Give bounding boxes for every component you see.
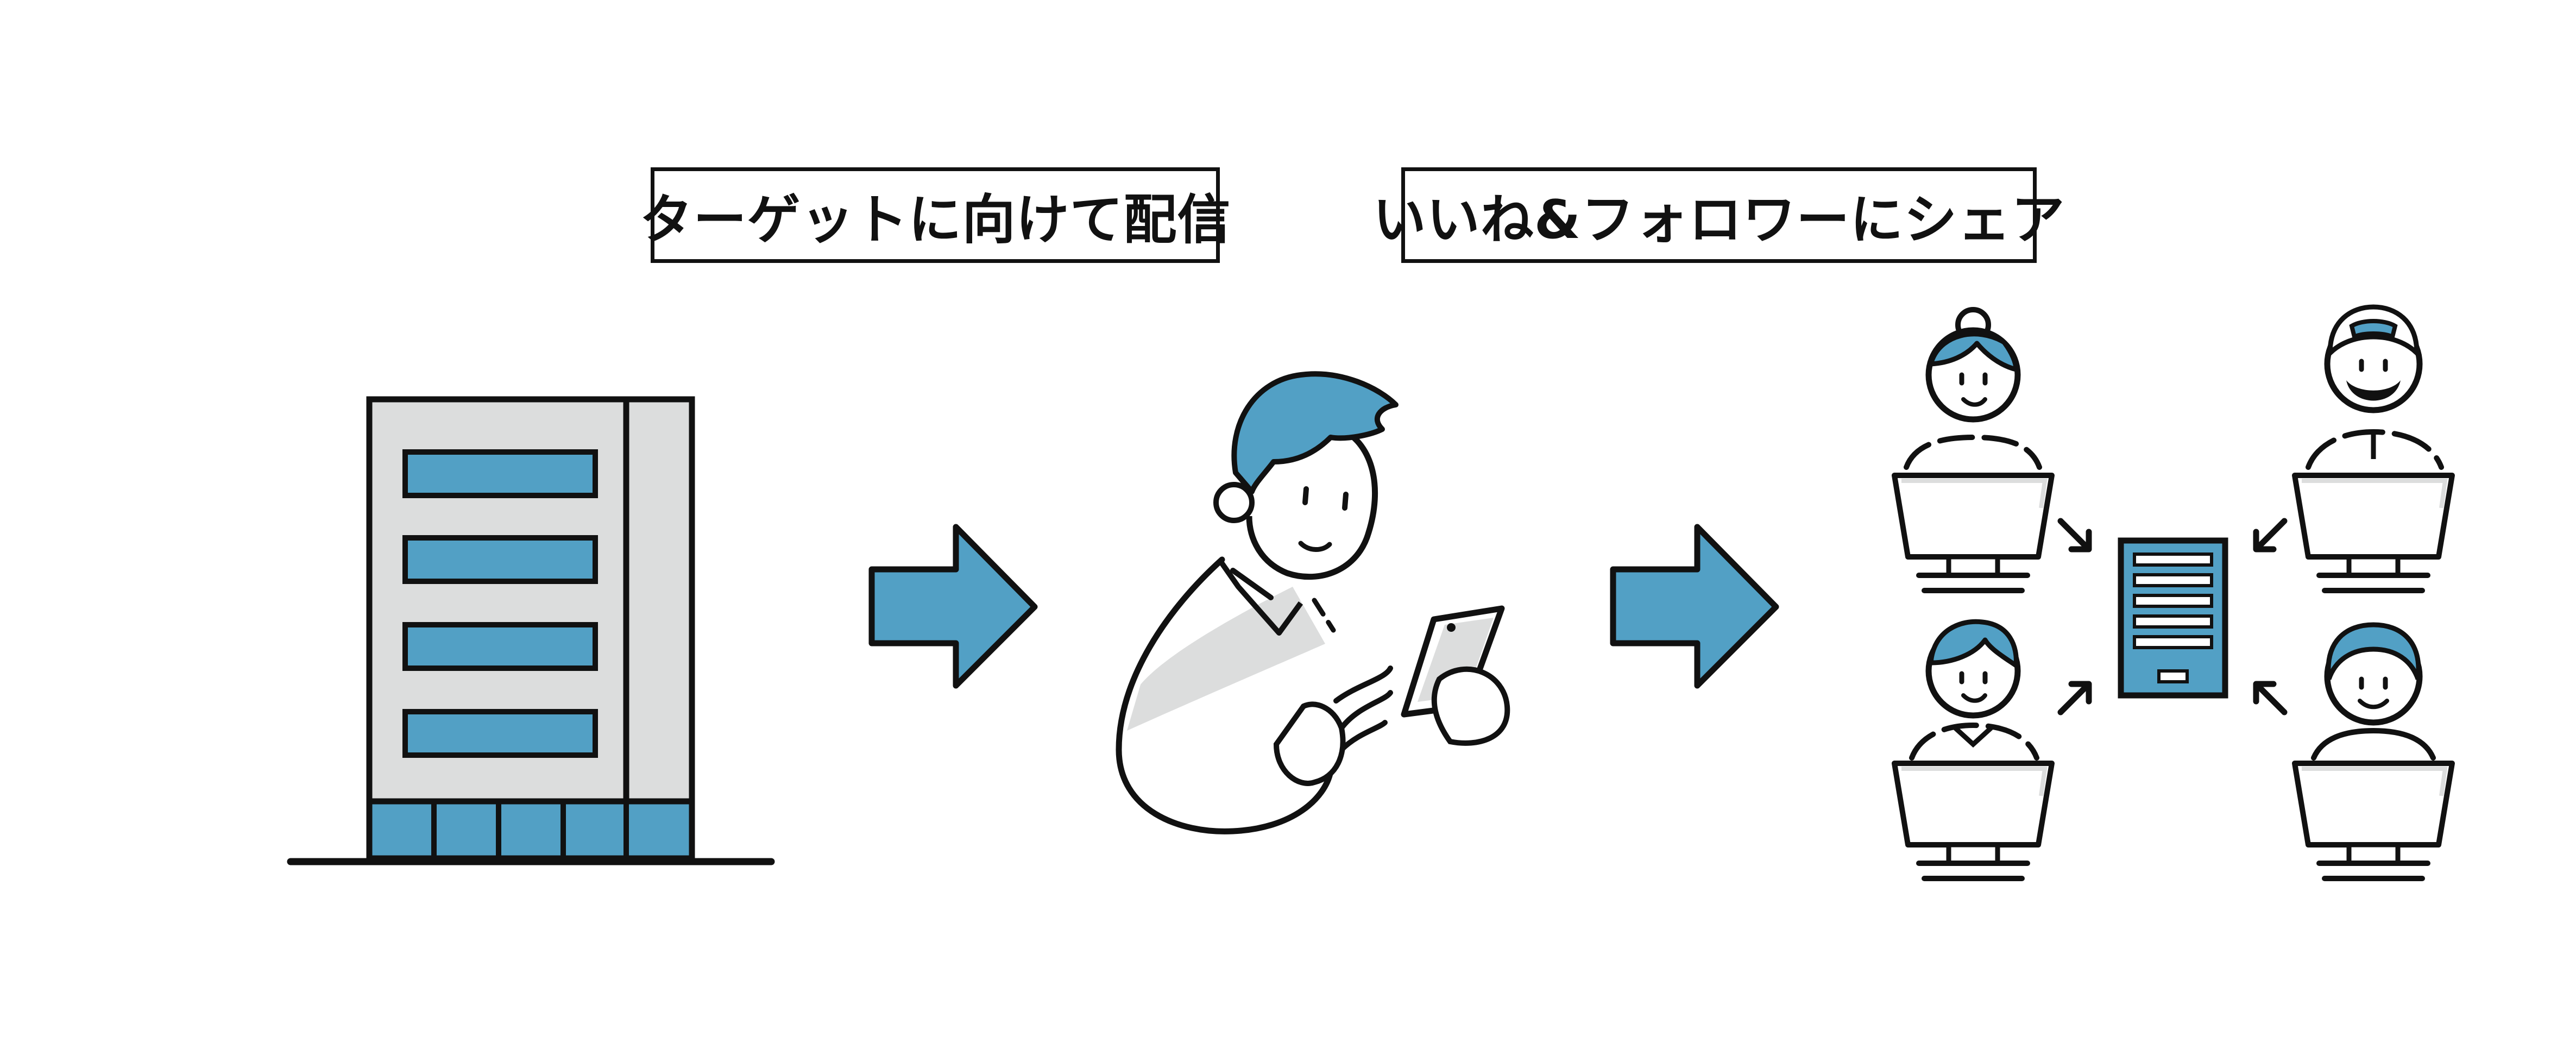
server-icon: [2118, 537, 2228, 699]
user-top-right: [2295, 304, 2452, 591]
people-at-computers-icon: [1894, 304, 2452, 878]
arrow-in-bottom-right: [2256, 684, 2284, 712]
person-with-smartphone-icon: [1116, 371, 1510, 834]
arrow-in-top-left: [2061, 521, 2089, 549]
arrow-out-bottom-left: [2061, 684, 2089, 712]
user-bottom-left: [1894, 619, 2052, 878]
office-building-icon: [287, 396, 775, 865]
user-top-left: [1894, 307, 2052, 591]
label-deliver-to-target: ターゲットに向けて配信: [640, 167, 1231, 263]
arrow-in-top-right: [2256, 521, 2284, 549]
label-share-with-followers-text: いいね&フォロワーにシェア: [1372, 189, 2065, 251]
label-share-with-followers: いいね&フォロワーにシェア: [1373, 167, 2064, 263]
label-deliver-to-target-text: ターゲットに向けて配信: [639, 189, 1231, 251]
right-arrow-icon: [868, 524, 1038, 689]
user-bottom-right: [2295, 622, 2452, 878]
right-arrow-icon: [1610, 524, 1779, 689]
